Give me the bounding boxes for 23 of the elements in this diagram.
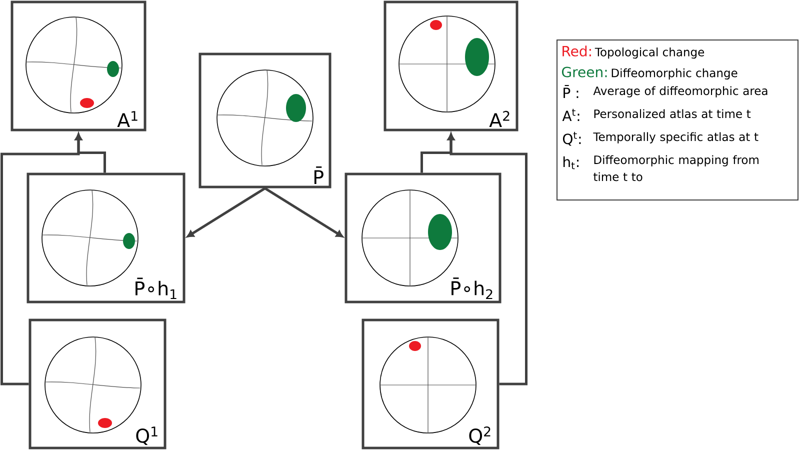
legend-text: Topological change: [594, 48, 704, 59]
legend-key: Green:: [562, 66, 607, 78]
arrow: [0, 133, 82, 386]
atlas-box: P̄∘h$_{1}$: [26, 172, 186, 304]
arrow: [447, 133, 528, 386]
atlas-box: A$^{1}$: [10, 0, 146, 132]
arrow: [264, 187, 344, 238]
legend-key: Red:: [562, 46, 591, 56]
atlas-box: A$^{2}$: [384, 0, 518, 132]
atlas-box: Q$^{2}$: [362, 318, 500, 450]
atlas-box: P̄∘h$_{2}$: [344, 172, 502, 304]
definition-text: Average of diffeomorphic area: [593, 86, 768, 98]
atlas-box: Q$^{1}$: [28, 318, 166, 450]
definition-text: Diffeomorphic mapping from time t to: [594, 155, 758, 182]
legend-text: Diffeomorphic change: [612, 68, 738, 80]
symbol: Q$^{t}$:: [563, 132, 581, 146]
arrow: [186, 187, 266, 238]
symbol: P̄ :: [564, 85, 578, 98]
symbol: h$_{t}$:: [563, 156, 578, 170]
definition-text: Temporally specific atlas at t: [593, 132, 758, 144]
definition-text: Personalized atlas at time t: [594, 109, 751, 118]
symbol: A$^{t}$:: [562, 108, 580, 121]
atlas-box: P̄: [198, 52, 332, 188]
